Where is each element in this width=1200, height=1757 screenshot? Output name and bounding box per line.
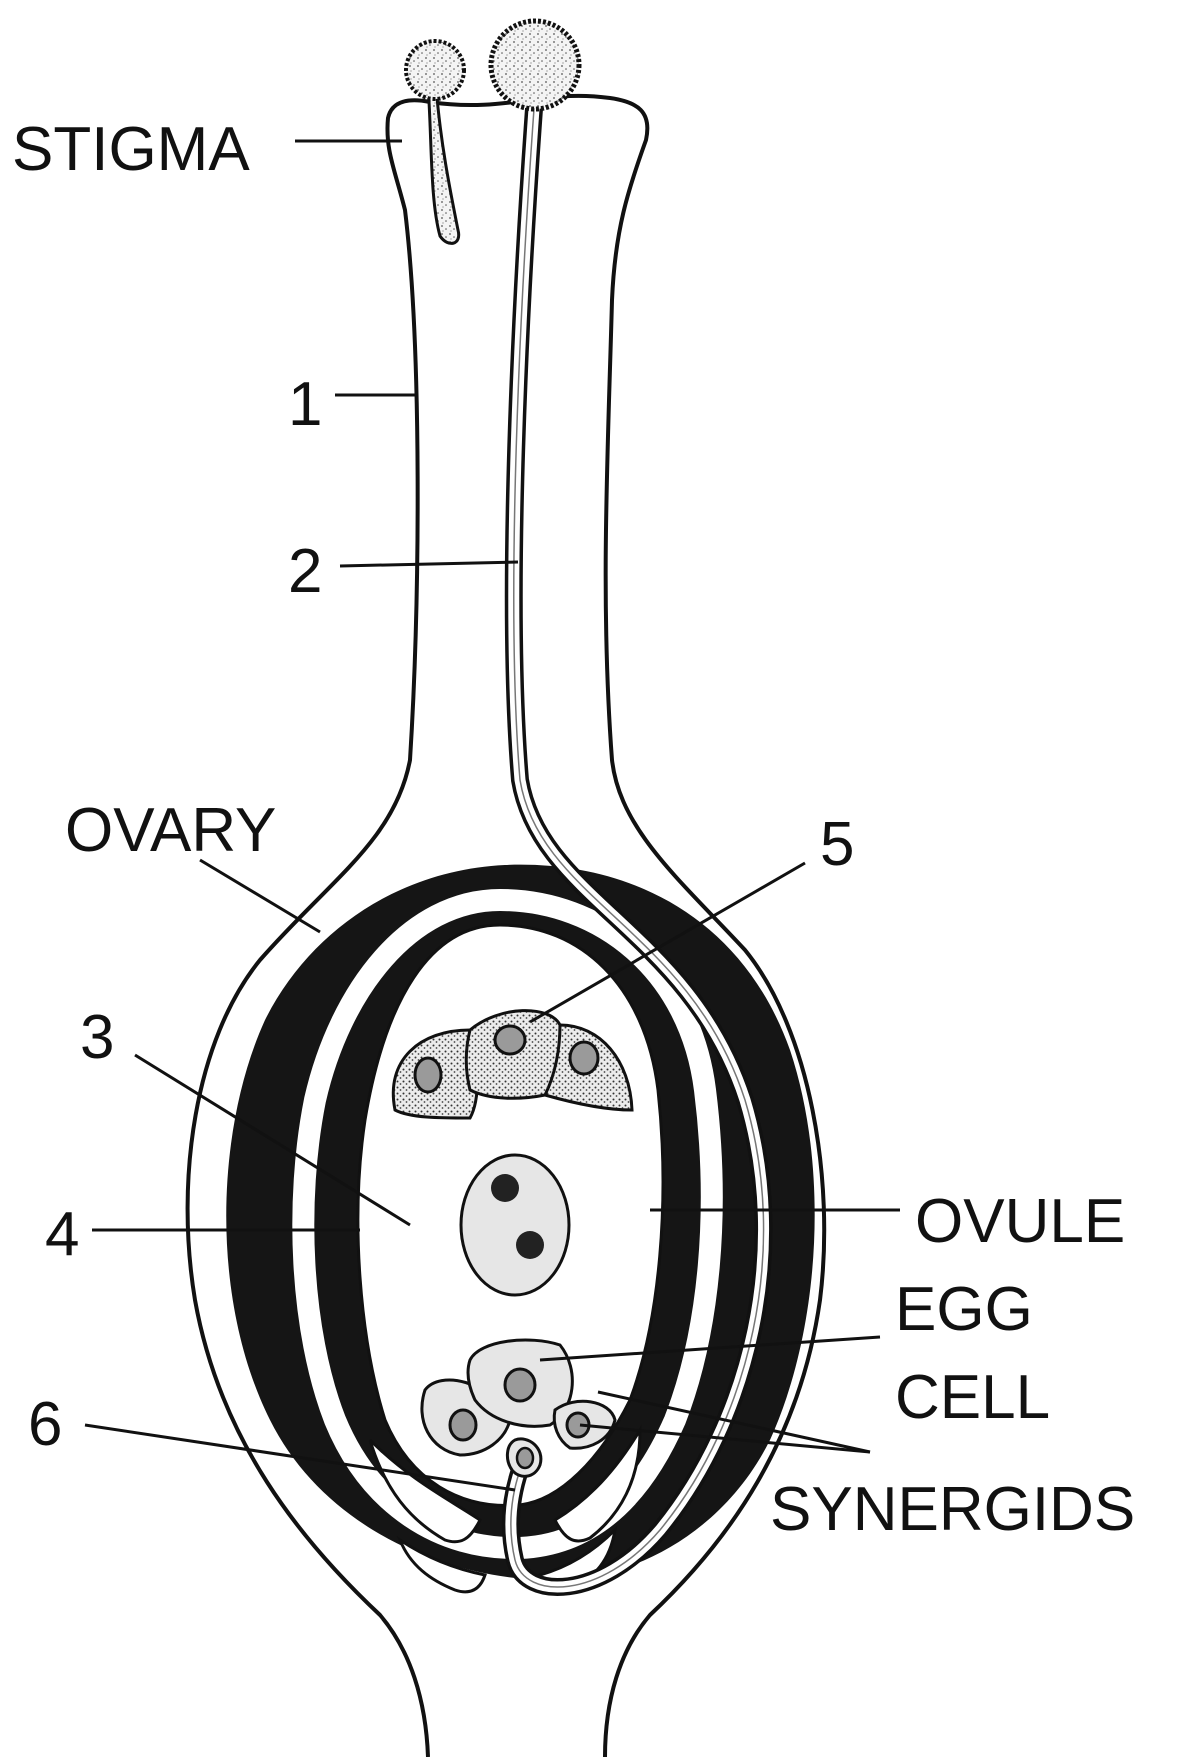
egg-apparatus (420, 1338, 617, 1478)
egg-cell-nucleus (503, 1367, 537, 1403)
label-ovule: OVULE (915, 1187, 1125, 1256)
micropyle-fold-right (553, 1424, 642, 1543)
leader-5 (529, 861, 806, 1024)
small-pollen-tube (426, 83, 461, 245)
small-pollen-grain (404, 39, 466, 101)
leader-synergid-lower (579, 1423, 871, 1454)
leader-6 (84, 1423, 516, 1492)
label-2: 2 (288, 537, 322, 606)
label-3: 3 (80, 1003, 114, 1072)
antipodal-nucleus-center (493, 1024, 527, 1056)
label-ovary: OVARY (65, 796, 276, 865)
antipodal-nucleus-left (413, 1056, 443, 1094)
leader-3 (134, 1053, 411, 1227)
label-1: 1 (288, 370, 322, 439)
micropylar-cell-nucleus (515, 1446, 535, 1470)
synergid-left-nucleus (448, 1408, 478, 1442)
polar-nucleus-bottom (516, 1231, 544, 1259)
label-4: 4 (45, 1200, 79, 1269)
leader-ovary (199, 858, 321, 934)
pollen-tube-core (510, 94, 765, 1588)
leader-2 (339, 560, 519, 568)
polar-nucleus-top (491, 1174, 519, 1202)
micropyle-fold-left-2 (396, 1536, 487, 1594)
label-synergids: SYNERGIDS (770, 1475, 1135, 1544)
label-6: 6 (28, 1390, 62, 1459)
leader-synergid-upper (597, 1390, 871, 1454)
label-stigma: STIGMA (12, 115, 250, 184)
leader-egg-cell (539, 1335, 881, 1362)
large-pollen-grain (488, 18, 582, 112)
central-cell (459, 1153, 571, 1297)
label-egg-line1: EGG (895, 1275, 1033, 1344)
micropyle-fold-left (368, 1438, 482, 1544)
antipodal-cells (391, 1009, 634, 1120)
label-egg-line2: CELL (895, 1363, 1050, 1432)
antipodal-nucleus-right (568, 1040, 600, 1076)
label-5: 5 (820, 810, 854, 879)
